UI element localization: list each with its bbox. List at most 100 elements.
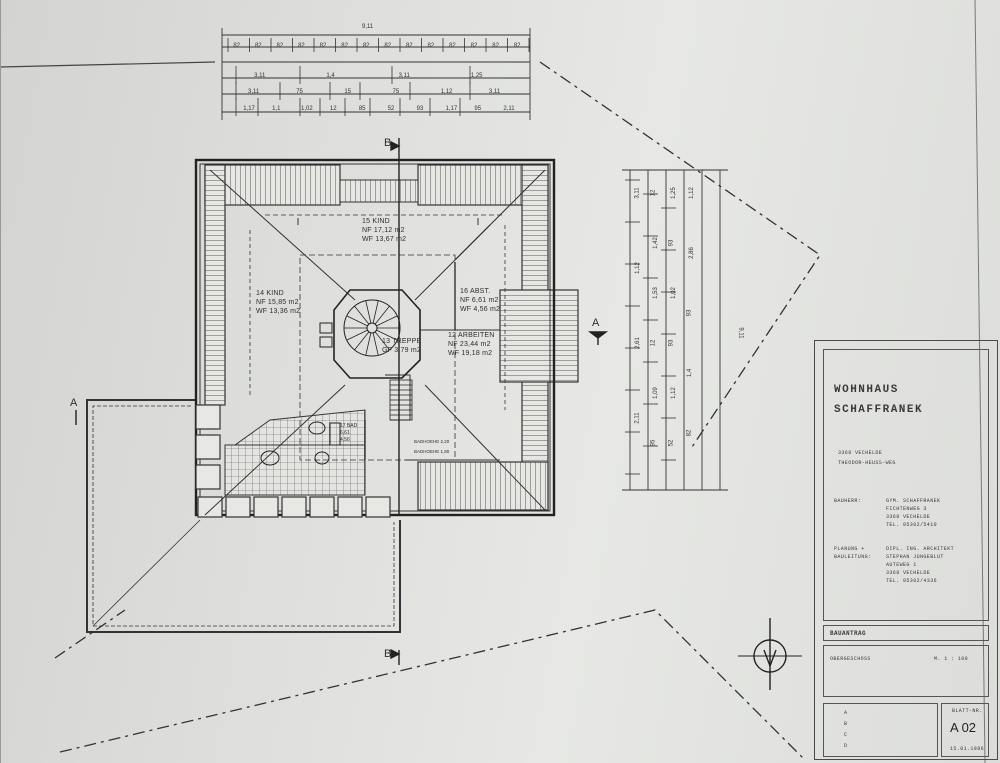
room-15-kind: 15 KIND NF 17,12 m2 WF 13,67 m2	[362, 218, 406, 243]
top-dimension-ticks	[227, 38, 530, 116]
chimney	[319, 322, 333, 348]
revision-b: B	[844, 721, 848, 727]
dim-value: 1,25	[670, 187, 677, 199]
sheet-number-box: BLATT-NR. A 02 15.01.1986	[941, 703, 989, 757]
spiral-step	[372, 300, 379, 324]
dim-value: 75	[392, 89, 400, 95]
interior-lines	[204, 169, 546, 516]
dim-value: 82	[470, 43, 478, 49]
wall-blocks	[195, 404, 391, 518]
dim-value: 82	[319, 43, 327, 49]
dim-value: 1,25	[470, 73, 483, 79]
dim-value: 1,12	[688, 187, 695, 199]
location-line2: THEODOR-HEUSS-WEG	[838, 460, 896, 466]
dim-value: 93	[416, 106, 424, 112]
dim-value: 52	[668, 439, 675, 447]
room-13-treppe: 13 TREPPE GF 3,79 m2	[382, 338, 421, 354]
bauherr-line1: GYM. SCHAFFRANEK	[886, 498, 941, 504]
room-name: 13 TREPPE	[382, 338, 422, 345]
dim-value: 82	[254, 43, 262, 49]
spiral-step	[365, 300, 372, 324]
dim-value: 82	[233, 43, 241, 49]
dim-top-overall: 9,11	[362, 24, 374, 30]
room-wf: WF 4,56 m2	[460, 306, 501, 313]
floor-box: OBERGESCHOSS M. 1 : 100	[823, 645, 989, 697]
sheet-border-right	[974, 0, 986, 763]
room-17-bad: 17 BAD 6,61 4,56	[340, 424, 357, 443]
dim-value: 82	[513, 43, 521, 49]
section-markers	[75, 138, 609, 665]
dim-value: 1,1	[272, 106, 281, 112]
revision-d: D	[844, 743, 848, 749]
section-label-b-bottom: B	[384, 648, 392, 660]
dim-value: 12	[329, 106, 337, 112]
planung-line1: DIPL. ING. ARCHITEKT	[886, 546, 955, 552]
dim-value: 93	[686, 309, 693, 317]
room-wf: WF 13,67 m2	[362, 236, 407, 243]
dim-value: 1,12	[670, 387, 677, 399]
bauherr-line3: 3368 VECHELDE	[886, 514, 931, 520]
room-12-arbeiten: 12 ARBEITEN NF 23,44 m2 WF 19,18 m2	[448, 332, 495, 357]
dim-value: 82	[384, 43, 392, 49]
planung-line5: TEL. 05302/4336	[886, 578, 938, 584]
dim-value: 1,4	[326, 73, 335, 79]
dim-value: 82	[298, 43, 305, 49]
dim-value: 82	[449, 43, 456, 49]
wall-block	[253, 496, 279, 518]
dim-value: 12	[650, 339, 657, 347]
planung-label1: PLANUNG +	[834, 546, 865, 552]
spiral-step	[372, 332, 379, 356]
dim-value: 82	[276, 43, 284, 49]
planung-label2: BAULEITUNG:	[834, 554, 872, 560]
top-dimension-lines	[221, 28, 531, 120]
dim-value: 3,11	[248, 89, 260, 95]
spiral-step	[374, 331, 390, 351]
location-line1: 3368 VECHELDE	[838, 450, 883, 456]
planung-line4: 3368 VECHELDE	[886, 570, 931, 576]
note-badhoehe-2: BADHOEHE 1,80	[414, 449, 450, 454]
dim-value: 75	[296, 89, 303, 95]
room-nf: NF 23,44 m2	[448, 341, 491, 348]
section-label-a-right: A	[592, 317, 600, 329]
dim-value: 82	[427, 43, 435, 49]
section-label-b-top: B	[384, 137, 392, 149]
dim-value: 82	[686, 429, 693, 437]
roof-hatching	[204, 164, 579, 511]
room-name: 12 ARBEITEN	[448, 332, 495, 339]
room-name: 16 ABST.	[460, 288, 491, 295]
revision-a: A	[844, 710, 848, 716]
room-wf: 4,56	[340, 437, 350, 443]
note-badhoehe-1: BADHOEHE 2,20	[414, 439, 450, 444]
spiral-step	[346, 329, 368, 341]
sheet-number: A 02	[950, 720, 977, 735]
section-label-a-left: A	[70, 397, 78, 409]
scale: M. 1 : 100	[934, 656, 969, 662]
dim-value: 1,02	[670, 287, 677, 299]
room-nf: 6,61	[340, 430, 350, 436]
dim-value: 82	[362, 43, 370, 49]
bauherr-line2: FICHTENWEG 3	[886, 506, 927, 512]
spiral-step	[374, 305, 390, 325]
dim-value: 2,11	[503, 106, 515, 112]
planung-line3: AUTEWEG 1	[886, 562, 917, 568]
bauherr-label: BAUHERR:	[834, 498, 862, 504]
dim-value: 1,12	[634, 262, 641, 274]
room-name: 17 BAD	[340, 423, 358, 429]
revision-box: A B C D	[823, 703, 938, 757]
lot-line-top-left	[0, 61, 216, 68]
room-nf: NF 6,61 m2	[460, 297, 499, 304]
dim-value: 82	[492, 43, 499, 49]
dim-value: 3,11	[398, 73, 410, 79]
dim-value: 1,53	[652, 287, 659, 299]
spiral-staircase	[333, 289, 421, 379]
dim-value: 1,02	[301, 106, 313, 112]
wall-block	[337, 496, 363, 518]
dim-value: 15	[344, 89, 352, 95]
title-block-inner: WOHNHAUS SCHAFFRANEK 3368 VECHELDE THEOD…	[823, 349, 989, 621]
room-nf: GF 3,79 m2	[382, 347, 421, 354]
dim-value: 2,61	[634, 337, 641, 349]
wall-block	[309, 496, 335, 518]
dim-value: 82	[405, 43, 413, 49]
